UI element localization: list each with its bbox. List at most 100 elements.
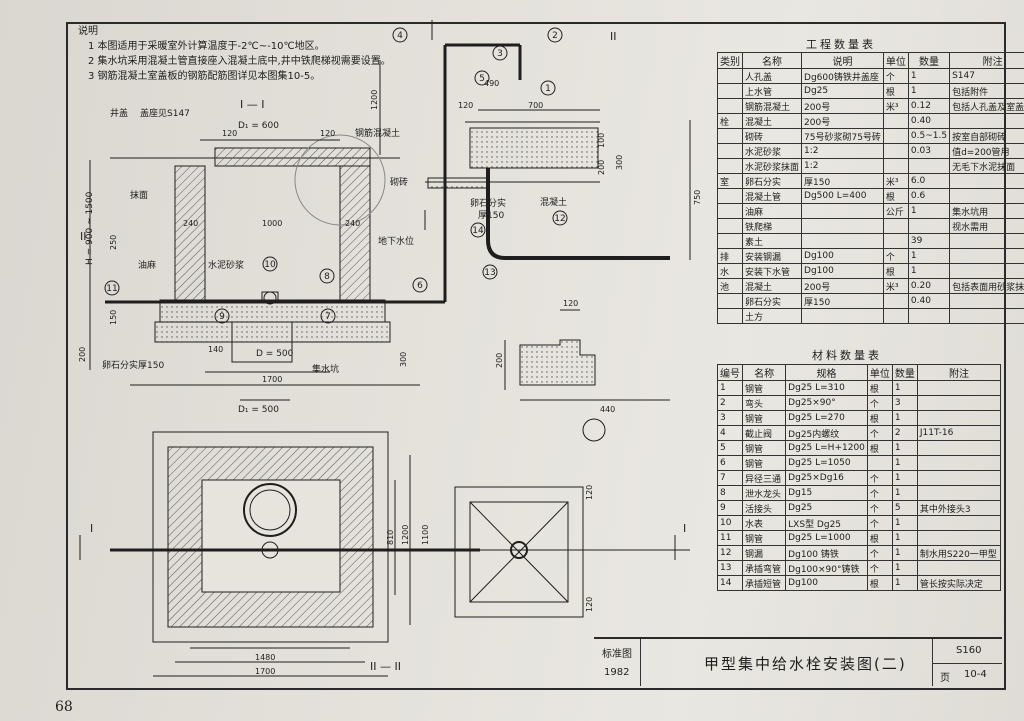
dim-2: 120 xyxy=(320,129,335,138)
mat-cell: 12 xyxy=(717,545,743,561)
eng-cell xyxy=(949,293,1024,309)
note-1: 1 本图适用于采暖室外计算温度于-2℃~-10℃地区。 xyxy=(88,41,325,52)
mat-cell: 1 xyxy=(891,530,918,546)
eng-cell: 米³ xyxy=(882,173,909,189)
mat-cell: 个 xyxy=(866,395,893,411)
eng-cell: 米³ xyxy=(882,278,909,294)
eng-cell: 0.40 xyxy=(907,113,951,129)
eng-cell: 素土 xyxy=(741,233,803,249)
sump-pit xyxy=(231,321,293,363)
svg-text:12: 12 xyxy=(554,214,565,224)
svg-text:4: 4 xyxy=(397,31,403,41)
d1-top-label: D₁ = 600 xyxy=(238,121,279,131)
callout-6: 6 xyxy=(412,277,428,293)
eng-table-title: 工程数量表 xyxy=(806,38,876,51)
note-2: 2 集水坑采用混凝土管直接座入混凝土底中,井中铁爬梯视需要设置。 xyxy=(88,56,391,67)
note-3: 3 钢筋混凝土室盖板的钢筋配筋图详见本图集10-5。 xyxy=(88,71,321,82)
mat-cell: 1 xyxy=(717,380,743,396)
mat-cell: 1 xyxy=(891,470,918,486)
eng-cell: 个 xyxy=(882,248,909,264)
mat-cell: 1 xyxy=(891,560,918,576)
eng-cell xyxy=(717,233,743,249)
mat-cell: 根 xyxy=(866,530,893,546)
eng-cell: 根 xyxy=(882,263,909,279)
mat-cell: 4 xyxy=(717,425,743,441)
callout-7: 7 xyxy=(320,308,336,324)
eng-cell: 厚150 xyxy=(801,293,884,309)
eng-col-type: 类别 xyxy=(717,52,743,69)
mat-cell xyxy=(916,410,1002,426)
eng-cell: 排 xyxy=(717,248,743,264)
eng-cell xyxy=(949,113,1024,129)
mat-table-title: 材料数量表 xyxy=(812,349,882,362)
mat-cell: 个 xyxy=(866,470,893,486)
mat-cell: 14 xyxy=(717,575,743,591)
dim-12: 1200 xyxy=(370,90,379,110)
mat-cell: 13 xyxy=(717,560,743,576)
mat-cell: 承插弯管 xyxy=(741,560,787,576)
eng-cell: 根 xyxy=(882,188,909,204)
section-title: I — I xyxy=(240,98,264,111)
label-cement: 水泥砂浆 xyxy=(208,259,244,271)
dim-5: 240 xyxy=(345,219,360,228)
label-well-cover: 井盖 xyxy=(110,107,128,119)
eng-cell xyxy=(882,158,909,174)
mat-cell: 水表 xyxy=(741,515,787,531)
mat-cell: 1 xyxy=(891,440,918,456)
mat-col-qty: 数量 xyxy=(891,364,918,381)
mat-cell: 钢管 xyxy=(741,455,787,471)
mat-cell: Dg100×90°铸铁 xyxy=(785,560,868,576)
left-brick-wall xyxy=(174,165,206,302)
eng-cell xyxy=(949,233,1024,249)
dim-1: 120 xyxy=(222,129,237,138)
mat-cell: 个 xyxy=(866,515,893,531)
eng-cell xyxy=(801,308,884,324)
svg-text:13: 13 xyxy=(484,268,495,278)
eng-col-note: 附注 xyxy=(949,52,1024,69)
tb-page-no: 10-4 xyxy=(964,669,987,680)
plan-view xyxy=(79,431,480,677)
dim-13: 490 xyxy=(484,79,499,88)
label-plaster: 抹面 xyxy=(130,189,148,201)
mat-cell: 承插短管 xyxy=(741,575,787,591)
eng-col-qty: 数量 xyxy=(907,52,951,69)
svg-text:3: 3 xyxy=(497,49,503,59)
mat-cell: 钢管 xyxy=(741,410,787,426)
mat-cell: 截止阀 xyxy=(741,425,787,441)
label-gravel2-thk: 厚150 xyxy=(478,210,504,221)
eng-cell: 砌砖 xyxy=(741,128,803,144)
eng-cell: 0.5~1.5 xyxy=(907,128,951,144)
label-gravel: 卵石分实厚150 xyxy=(102,359,164,371)
eng-cell xyxy=(717,143,743,159)
mat-cell: J11T-16 xyxy=(916,425,1002,441)
cover-detail xyxy=(504,309,670,442)
eng-cell xyxy=(907,218,951,234)
mat-cell xyxy=(916,515,1002,531)
eng-cell xyxy=(882,308,909,324)
dim-17: 200 xyxy=(597,160,606,175)
callout-14: 14 xyxy=(470,222,486,238)
eng-cell xyxy=(882,218,909,234)
eng-cell: 6.0 xyxy=(907,173,951,189)
eng-cell: 土方 xyxy=(741,308,803,324)
label-concrete: 混凝土 xyxy=(540,196,567,208)
eng-cell: 视水需用 xyxy=(949,218,1024,234)
mat-cell: Dg25×90° xyxy=(785,395,868,411)
notes-block: 说明 1 本图适用于采暖室外计算温度于-2℃~-10℃地区。 2 集水坑采用混凝… xyxy=(78,24,391,84)
mat-cell: Dg25内螺纹 xyxy=(785,425,868,441)
eng-cell: S147 xyxy=(949,68,1024,84)
label-gravel2: 卵石分实 xyxy=(470,197,506,209)
eng-cell xyxy=(882,113,909,129)
tb-title: 甲型集中给水栓安装图(二) xyxy=(704,655,907,673)
eng-header-row: 类别 名称 说明 单位 数量 附注 xyxy=(717,52,1024,69)
